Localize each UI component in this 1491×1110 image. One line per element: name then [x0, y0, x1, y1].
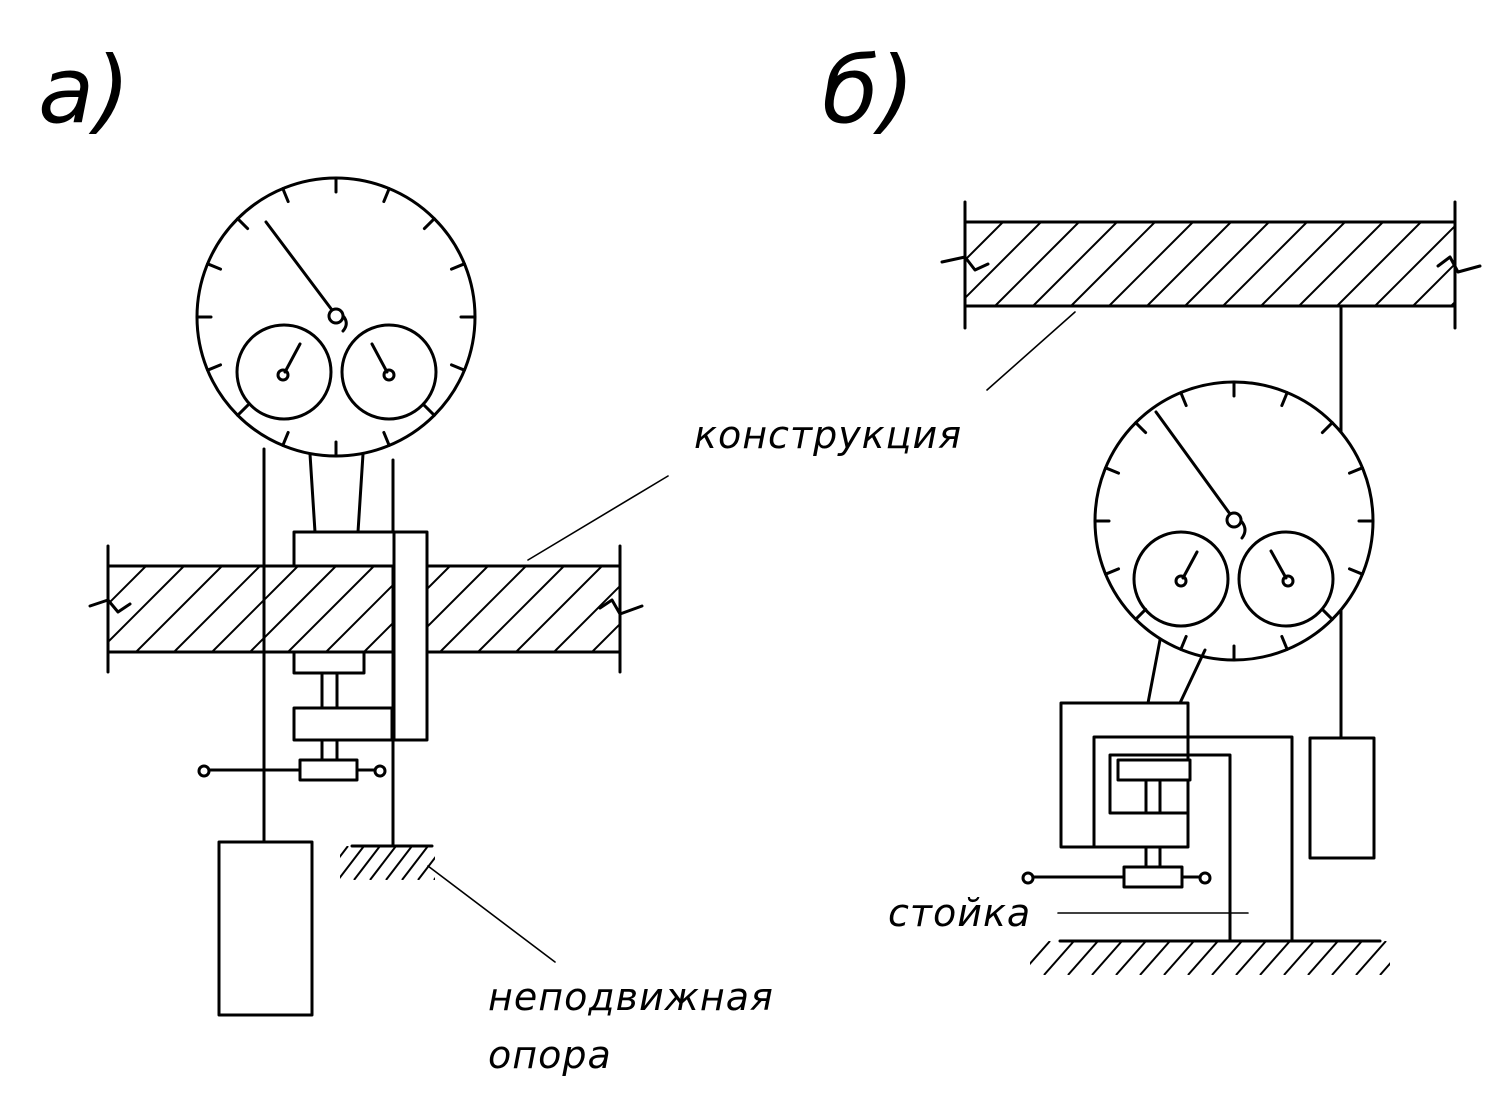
leader-construction-b	[986, 311, 1076, 391]
clamp-a	[197, 530, 429, 782]
construction-beam-b	[940, 200, 1482, 330]
main-needle-b	[1154, 410, 1232, 516]
main-needle-a	[264, 220, 334, 312]
dial-ticks-b	[1093, 380, 1375, 662]
weight-b	[1308, 736, 1376, 860]
label-post: стойка	[888, 891, 1031, 935]
ground-b	[1030, 939, 1390, 975]
dial-gauge-b	[1093, 380, 1375, 705]
label-fixed-support-line1: неподвижная	[488, 975, 774, 1019]
label-construction: конструкция	[694, 413, 962, 457]
panel-a-label: а)	[38, 37, 130, 144]
panel-b-label: б)	[822, 37, 915, 144]
panel-b: б)	[822, 37, 1482, 975]
weight-a	[217, 840, 314, 1017]
fixed-support-a	[340, 844, 435, 880]
leader-support-a	[427, 865, 556, 963]
dial-ticks-a	[195, 176, 477, 458]
panel-a: а)	[38, 37, 962, 1077]
leader-construction-a	[527, 475, 669, 561]
label-fixed-support-line2: опора	[488, 1033, 612, 1077]
dial-gauge-a	[195, 176, 477, 534]
clamp-b	[1021, 701, 1294, 943]
